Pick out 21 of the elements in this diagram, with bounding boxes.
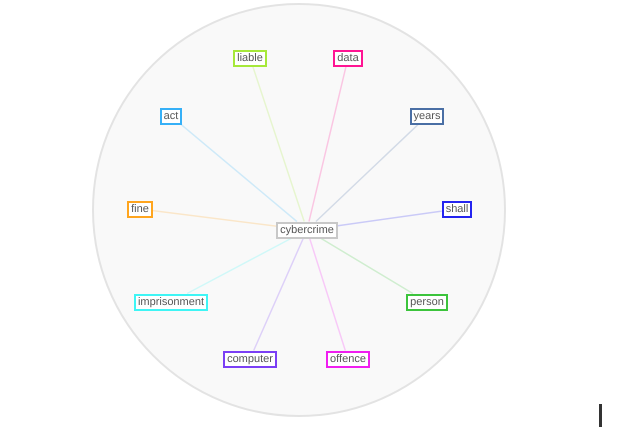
- keyword-tag: act: [160, 108, 182, 124]
- connector-line: [308, 238, 346, 351]
- keyword-tag: offence: [326, 350, 370, 368]
- keyword-tag: computer: [223, 350, 277, 368]
- keyword-tag: data: [333, 50, 363, 66]
- connector-line: [180, 124, 298, 222]
- keyword-tag: years: [410, 108, 444, 124]
- connector-line: [315, 124, 419, 222]
- central-keyword-tag: cybercrime: [276, 222, 338, 238]
- connector-line: [253, 238, 304, 351]
- connector-line: [308, 66, 347, 222]
- keyword-tag: shall: [442, 200, 472, 218]
- keyword-tag: fine: [127, 200, 153, 218]
- connector-line: [320, 238, 414, 294]
- connector-line: [252, 66, 305, 222]
- connector-line: [186, 238, 292, 294]
- connector-line: [152, 210, 276, 227]
- keyword-tag: liable: [233, 50, 267, 66]
- connector-line: [338, 210, 442, 226]
- keyword-tag: person: [406, 294, 448, 310]
- keyword-tag: imprisonment: [134, 294, 208, 310]
